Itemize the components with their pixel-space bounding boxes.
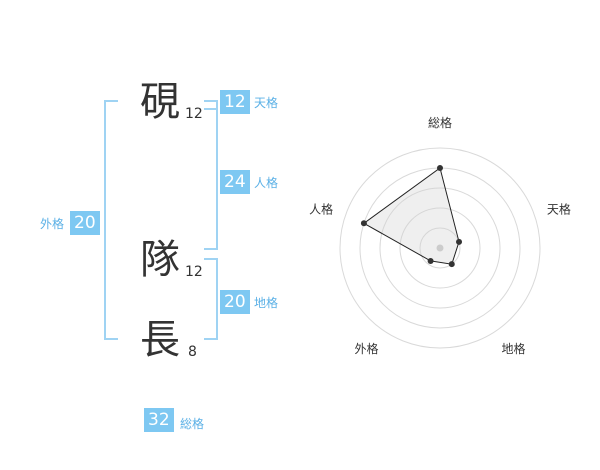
name-char-1-strokes: 12 xyxy=(185,106,203,122)
radar-ring xyxy=(339,147,541,349)
radar-axis-label: 外格 xyxy=(354,341,378,356)
name-char-2-strokes: 12 xyxy=(185,264,203,280)
radar-ring xyxy=(379,187,501,309)
jinkaku-value: 24 xyxy=(220,170,250,194)
gaikaku-value: 20 xyxy=(70,211,100,235)
radar-center xyxy=(436,244,444,252)
gaikaku-bracket xyxy=(104,100,118,340)
name-char-3-strokes: 8 xyxy=(188,344,197,360)
radar-point xyxy=(427,257,434,264)
jinkaku-bracket xyxy=(204,108,218,250)
radar-ring xyxy=(399,207,481,289)
radar-points xyxy=(360,165,463,268)
jinkaku-label: 人格 xyxy=(254,176,279,190)
radar-point xyxy=(456,238,463,245)
radar-point xyxy=(448,261,455,268)
chikaku-bracket xyxy=(204,258,218,340)
radar-point xyxy=(360,220,367,227)
tenkaku-bracket xyxy=(204,100,218,110)
radar-axis-label: 天格 xyxy=(547,201,571,216)
tenkaku-label: 天格 xyxy=(254,96,279,110)
soukaku-value: 32 xyxy=(144,408,174,432)
radar-point xyxy=(437,165,443,171)
chikaku-label: 地格 xyxy=(254,296,279,310)
name-char-3: 長 xyxy=(140,317,180,363)
soukaku-label: 総格 xyxy=(180,417,205,431)
radar-axis-label: 総格 xyxy=(428,115,452,130)
tenkaku-value: 12 xyxy=(220,90,250,114)
chikaku-value: 20 xyxy=(220,290,250,314)
radar-area xyxy=(362,167,460,265)
radar-axis-label: 人格 xyxy=(309,201,333,216)
radar-axis-label: 地格 xyxy=(501,341,525,356)
name-char-1: 硯 xyxy=(140,79,180,125)
name-char-2: 隊 xyxy=(140,237,180,283)
radar-ring xyxy=(419,227,461,269)
gaikaku-label: 外格 xyxy=(40,217,65,231)
